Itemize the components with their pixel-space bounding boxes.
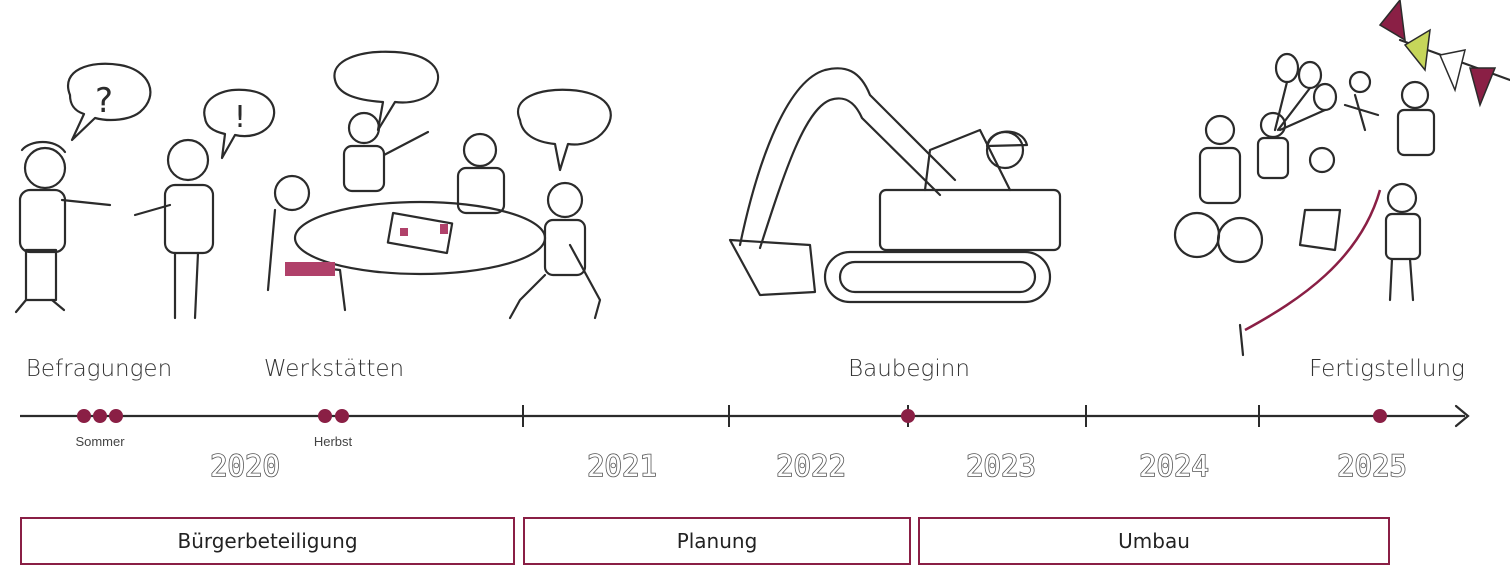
event-dot bbox=[1373, 409, 1387, 423]
phase-label: Planung bbox=[676, 529, 758, 553]
year-label-2022: 2022 bbox=[776, 449, 846, 483]
timeline-arrow-icon bbox=[1454, 404, 1470, 428]
phase-box-buergerbeteiligung: Bürgerbeteiligung bbox=[20, 517, 515, 565]
event-dot bbox=[77, 409, 91, 423]
milestone-label-fertigstellung: Fertigstellung bbox=[1309, 356, 1465, 382]
question-mark: ? bbox=[95, 81, 113, 121]
phase-label: Bürgerbeteiligung bbox=[177, 529, 358, 553]
phase-label: Umbau bbox=[1118, 529, 1190, 553]
event-dot bbox=[335, 409, 349, 423]
event-dot bbox=[93, 409, 107, 423]
season-label-herbst: Herbst bbox=[314, 434, 353, 449]
speech-bubble bbox=[517, 88, 612, 172]
year-label-2023: 2023 bbox=[966, 449, 1036, 483]
person-figure bbox=[133, 138, 215, 320]
milestone-label-werkstaetten: Werkstätten bbox=[264, 356, 404, 382]
year-label-2024: 2024 bbox=[1139, 449, 1209, 483]
event-dot bbox=[109, 409, 123, 423]
phase-box-umbau: Umbau bbox=[918, 517, 1390, 565]
person-figure bbox=[14, 140, 112, 314]
phase-box-planung: Planung bbox=[523, 517, 911, 565]
milestone-label-befragungen: Befragungen bbox=[26, 356, 172, 382]
survey-illustration: ? ! bbox=[14, 62, 276, 320]
workshop-illustration bbox=[266, 50, 612, 320]
excavator-track bbox=[823, 250, 1052, 304]
speech-bubble bbox=[203, 88, 276, 160]
event-dots bbox=[77, 409, 1387, 423]
event-dot bbox=[318, 409, 332, 423]
milestone-label-baubeginn: Baubeginn bbox=[848, 356, 970, 382]
speech-bubble bbox=[333, 50, 440, 132]
season-label-sommer: Sommer bbox=[75, 434, 125, 449]
year-label-2021: 2021 bbox=[587, 449, 657, 483]
excavator-illustration bbox=[728, 67, 1062, 304]
event-dot bbox=[901, 409, 915, 423]
year-label-2025: 2025 bbox=[1337, 449, 1407, 483]
speech-bubble bbox=[67, 62, 152, 142]
year-label-2020: 2020 bbox=[210, 449, 280, 483]
exclamation-mark: ! bbox=[234, 100, 246, 135]
celebration-illustration bbox=[1173, 0, 1510, 357]
